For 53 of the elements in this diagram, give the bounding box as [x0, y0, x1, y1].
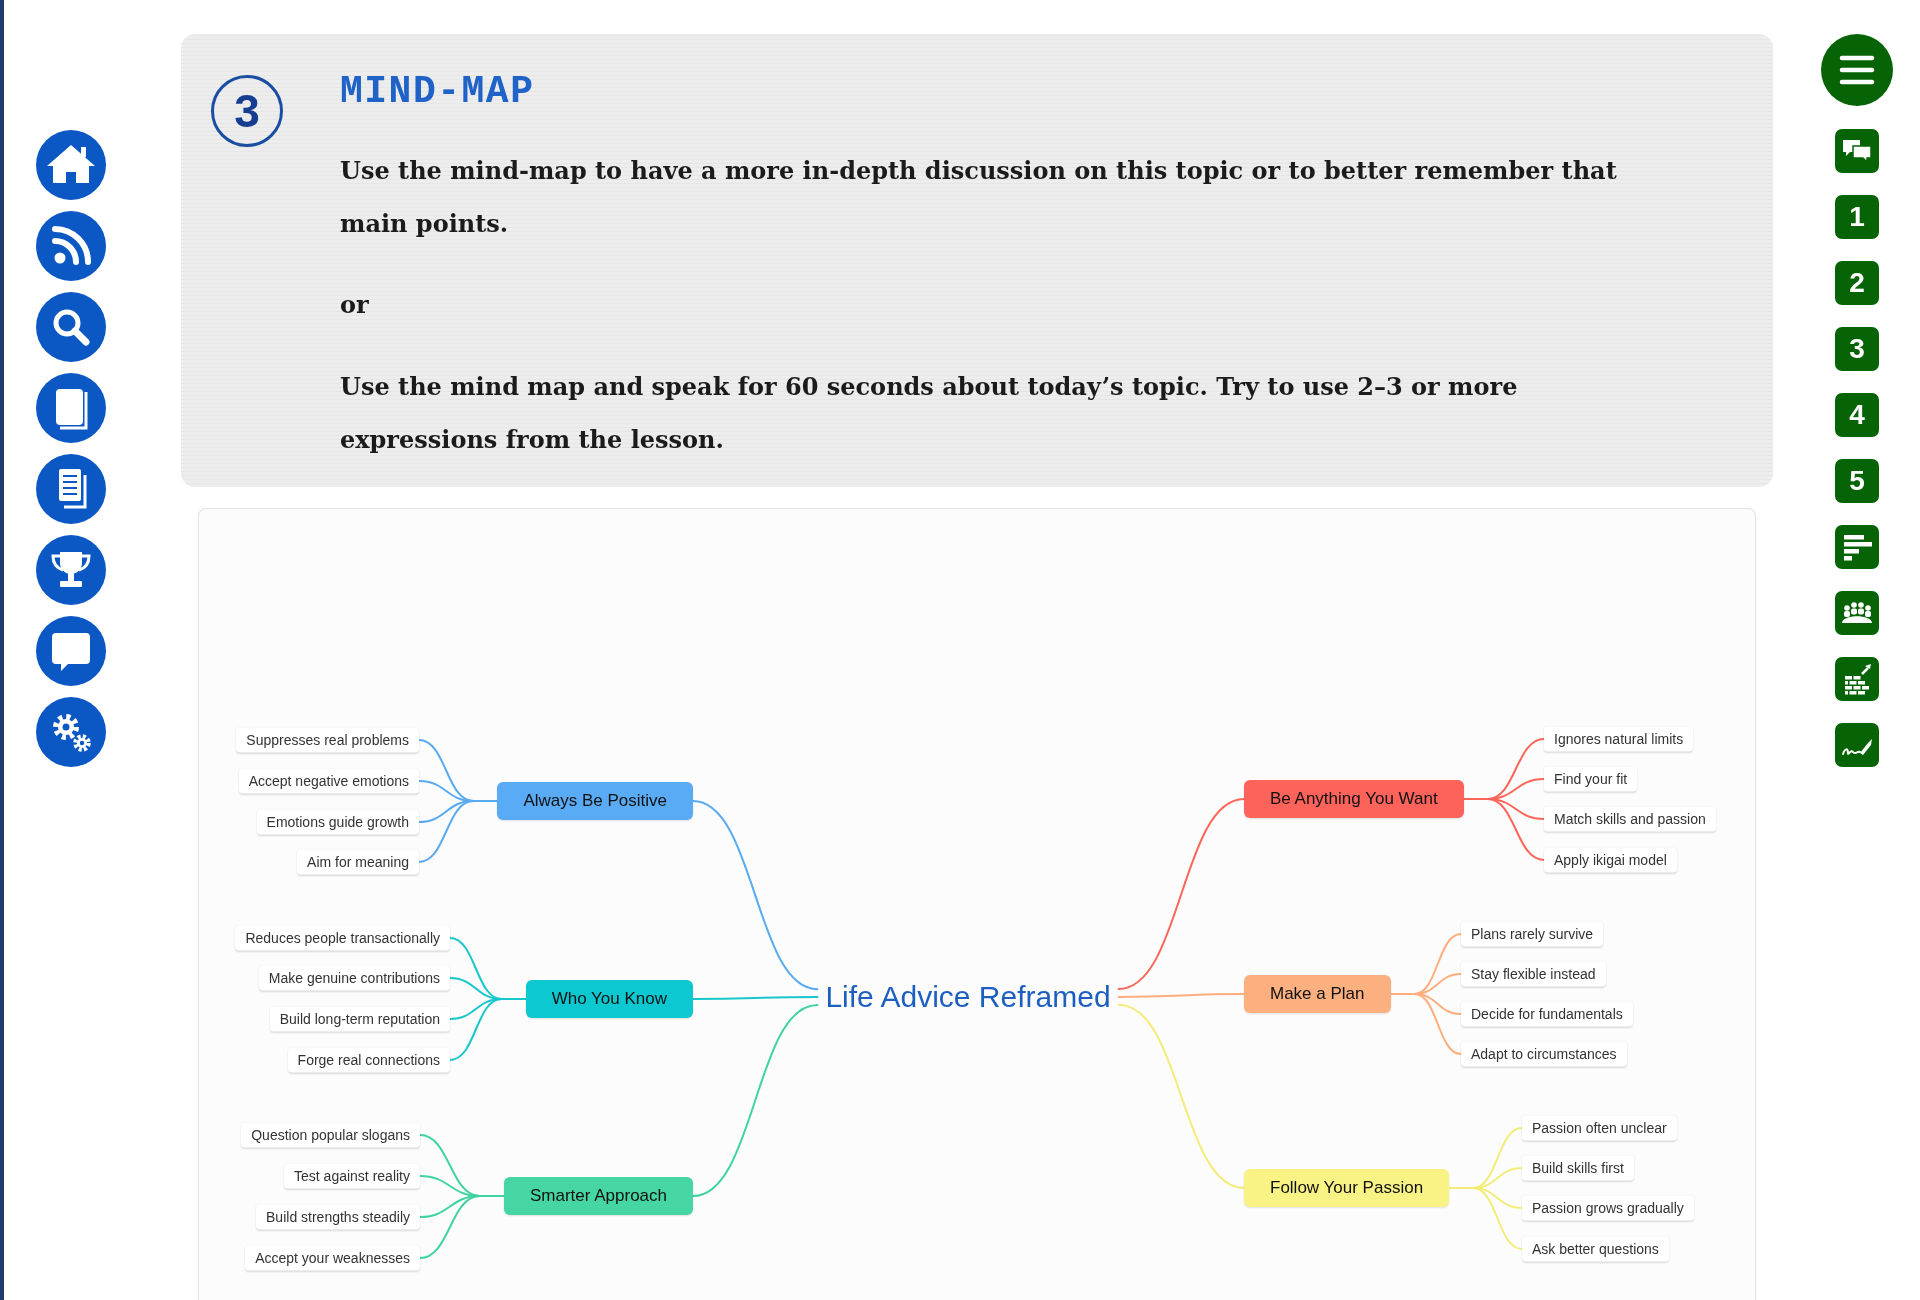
subtopic-card: Suppresses real problems [236, 727, 419, 753]
branch-connector [1448, 1187, 1523, 1250]
instruction-text: Use the mind map and speak for 60 seconds about today’s topic. Try to use 2–3 or more expressions from the lesson. [340, 371, 1519, 456]
section-button: 3 [1835, 327, 1879, 371]
branch-connector [418, 800, 499, 863]
subtopic-card: Passion often unclear [1522, 1115, 1677, 1141]
subtopic-card: Decide for fundamentals [1461, 1001, 1633, 1027]
subtopic-card: Aim for meaning [297, 849, 419, 875]
instruction-text: Use the mind-map to have a more in-depth discussion on this topic or to better remember that main points. [340, 155, 1618, 240]
subtopic-card: Ignores natural limits [1544, 726, 1694, 752]
subtopic-card: Find your fit [1544, 766, 1638, 792]
subtopic-card: Apply ikigai model [1544, 847, 1677, 873]
step-number: 3 [211, 75, 283, 147]
branch-connector [1117, 1003, 1245, 1189]
central-topic: Life Advice Reframed [817, 978, 1119, 1016]
subtopic-card: Build skills first [1522, 1155, 1634, 1181]
branch-connector [692, 800, 819, 991]
subtopic-card: Question popular slogans [241, 1122, 420, 1148]
subtopic-card: Build strengths steadily [256, 1204, 420, 1230]
section-button: 4 [1835, 393, 1879, 437]
instruction-text: or [340, 289, 370, 321]
subtopic-card: Make genuine contributions [258, 965, 450, 991]
branch-topic: Be Anything You Want [1244, 780, 1464, 818]
branch-topic: Follow Your Passion [1244, 1169, 1450, 1207]
branch-topic: Make a Plan [1244, 975, 1391, 1013]
subtopic-card: Accept negative emotions [238, 768, 419, 794]
branch-connector [1389, 993, 1462, 1055]
section-title: MIND-MAP [340, 70, 535, 114]
branch-connector [449, 998, 527, 1061]
branch-connector [1117, 993, 1245, 998]
subtopic-card: Build long-term reputation [269, 1006, 450, 1032]
subtopic-card: Emotions guide growth [256, 809, 419, 835]
branch-connector [692, 1003, 819, 1197]
subtopic-card: Ask better questions [1522, 1236, 1669, 1262]
branch-topic: Always Be Positive [497, 782, 693, 820]
subtopic-card: Forge real connections [287, 1047, 450, 1073]
subtopic-card: Reduces people transactionally [235, 925, 450, 951]
branch-connector [692, 996, 819, 1000]
subtopic-card: Test against reality [284, 1163, 420, 1189]
branch-topic: Who You Know [525, 980, 693, 1018]
section-button: 2 [1835, 261, 1879, 305]
subtopic-card: Accept your weaknesses [245, 1245, 420, 1271]
subtopic-card: Adapt to circumstances [1461, 1041, 1627, 1067]
branch-topic: Smarter Approach [504, 1177, 693, 1215]
branch-connector [1117, 798, 1245, 991]
subtopic-card: Match skills and passion [1544, 806, 1716, 832]
subtopic-card: Stay flexible instead [1461, 961, 1606, 987]
branch-connector [419, 1195, 505, 1259]
section-button: 5 [1835, 459, 1879, 503]
section-button: 1 [1835, 195, 1879, 239]
subtopic-card: Plans rarely survive [1461, 921, 1604, 947]
branch-connector [1462, 798, 1545, 861]
subtopic-card: Passion grows gradually [1522, 1195, 1694, 1221]
